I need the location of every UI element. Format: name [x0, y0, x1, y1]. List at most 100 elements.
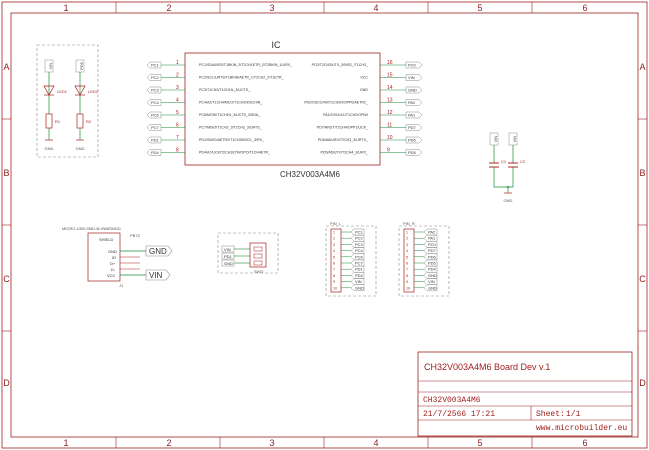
- pin-r-title: PIN_R: [403, 221, 415, 226]
- ic-left-pin-num: 3: [176, 85, 179, 91]
- header-net-gnd-text: GND: [355, 285, 364, 290]
- c1-ref: C1: [501, 159, 507, 164]
- header-net-pc2-flag: [350, 234, 365, 242]
- ic-right-pin-num: 15: [387, 73, 393, 79]
- header-net-pa2-flag: [423, 228, 438, 236]
- header-pin-num: 7: [406, 268, 408, 272]
- header-net-pa1-text: PA1: [428, 236, 436, 241]
- ic-left-pin-num: 2: [176, 73, 179, 79]
- col-label-6: 6: [582, 3, 587, 13]
- cap-group: VIN VIN C1 C2 GND: [489, 132, 526, 203]
- header-pin-num: 1: [333, 231, 335, 235]
- ic-right-net-pa2-text: PA2: [408, 100, 416, 105]
- ic-name: IC: [272, 40, 282, 50]
- row-label-a-right: A: [639, 62, 645, 72]
- header-net-gnd-text: GND: [428, 285, 437, 290]
- r1-resistor: [45, 113, 53, 129]
- led1-diode: [43, 85, 55, 96]
- ic-right-net-vin-flag: [405, 74, 423, 81]
- usb-title: MICRO-USB-SMD-B-HW8SNDD: [62, 226, 121, 231]
- header-net-pd1-text: PD1: [355, 267, 364, 272]
- header-pin-num: 1: [406, 231, 408, 235]
- website-url: www.microbuilder.eu: [536, 424, 627, 433]
- header-net-pd4-flag: [350, 272, 365, 279]
- cap-gnd-label: GND: [504, 198, 513, 203]
- sheet-label: Sheet:: [536, 410, 565, 419]
- row-label-d-right: D: [639, 378, 646, 388]
- header-net-pc4-text: PC4: [355, 248, 364, 253]
- led2-gnd-label: GND: [76, 146, 85, 151]
- row-label-a: A: [3, 62, 9, 72]
- ic-left-net-pc4-text: PC4: [151, 100, 160, 105]
- usb-vin-net: VIN: [149, 271, 163, 280]
- header-pin-num: 9: [406, 280, 408, 284]
- led2-net-label: PD5: [79, 61, 84, 70]
- ic-right-pin-num: 12: [387, 110, 393, 116]
- ic-right-net-pc0-text: PC0: [408, 63, 417, 68]
- ic-right-net-pd5-flag: [405, 149, 423, 156]
- usb-pin-id: ID: [112, 255, 116, 260]
- header-pin-num: 2: [333, 237, 335, 241]
- header-net-pd7-text: PD7: [428, 248, 437, 253]
- ic-right-pin-label: PD7/NRST/T2CH4/OPP1/UCK_: [317, 126, 369, 130]
- ic-left-pin-num: 1: [176, 60, 179, 66]
- header-net-vin-flag: [423, 278, 438, 285]
- header-net-pc6-text: PC6: [355, 254, 364, 259]
- board-title: CH32V003A4M6 Board Dev v.1: [424, 362, 550, 372]
- header-net-pc1-text: PC1: [355, 230, 364, 235]
- col-label-4: 4: [373, 3, 378, 13]
- swd-net-gnd: GND: [224, 261, 233, 266]
- ic-right-pin-label: GND: [360, 88, 368, 92]
- header-net-vin-text: VIN: [428, 279, 435, 284]
- col-label-4-bottom: 4: [373, 438, 378, 448]
- header-net-gnd-text: GND: [428, 273, 437, 278]
- ic-right-net-pa1-flag: [405, 111, 423, 119]
- col-label-6-bottom: 6: [582, 438, 587, 448]
- ic-left-pin-label: PC2/SCL/URTS/T1BKIN/AETR_1/T2CH2_2/T1ETR…: [199, 76, 285, 80]
- usb-part: PB7Z: [130, 233, 141, 238]
- header-net-pd7-flag: [423, 247, 438, 254]
- header-net-pd4-text: PD4: [428, 267, 437, 272]
- header-pin-num: 3: [333, 243, 335, 247]
- header-pin-num: 2: [406, 237, 408, 241]
- board-name: CH32V003A4M6: [423, 396, 481, 405]
- ic-right-net-pd7-flag: [405, 124, 423, 131]
- row-label-b: B: [3, 168, 9, 178]
- ic-left-pin-num: 4: [176, 98, 179, 104]
- swd-net-pd1: PD1: [224, 254, 233, 259]
- ic-right-pin-num: 10: [387, 135, 393, 141]
- col-label-2: 2: [166, 3, 171, 13]
- header-net-pa2-text: PA2: [428, 230, 436, 235]
- header-net-pd5-text: PD5: [428, 261, 437, 266]
- header-net-gnd-flag: [423, 284, 438, 292]
- header-pin-num: 6: [333, 262, 335, 266]
- header-pin-num: 4: [406, 249, 408, 253]
- led2-diode: [74, 85, 86, 96]
- ic-left-pin-label: PD4/A7/UCK/T2CH1ETR/OPO/T1CH4ETR_: [199, 151, 271, 155]
- col-label-1-bottom: 1: [63, 438, 68, 448]
- ic-right-net-pd7-text: PD7: [408, 125, 417, 130]
- header-pin-num: 10: [333, 286, 337, 290]
- ic-left-pin-label: PD1/SWIO/AETR2/T1CH3N/SCL_3/RX_: [199, 138, 265, 142]
- ic-right-net-pa2-flag: [405, 99, 423, 106]
- ic-right-net-vin-text: VIN: [408, 75, 415, 80]
- ic-left-pin-label: PC6/MOSI/T1CH1N_3/UCTS_3/SDA_: [199, 113, 261, 117]
- ic-left-net-pc3-text: PC3: [151, 88, 160, 93]
- ic-left-net-pc7-text: PC7: [151, 125, 160, 130]
- swd-net-vin: VIN: [224, 247, 231, 252]
- header-net-pc6-flag: [350, 253, 365, 261]
- ic-left-pin-label: PC3/T1CH3/T1CH1N_3/UCTS_: [199, 88, 251, 92]
- header-pin-num: 10: [406, 286, 410, 290]
- ic-right-pin-label: PC0/T2CH3/UTX_3/NSS_/T1CH3_: [312, 63, 369, 67]
- header-net-vin-flag: [350, 278, 365, 285]
- usb-pin-shield: SHIELD: [99, 237, 114, 242]
- ic-right-pin-label: PA2/OSCO/A0/T1CH2N/OPP0/AETR2_: [304, 101, 369, 105]
- led1-ref: LED1: [57, 89, 68, 94]
- usb-pin-dplus: D+: [110, 261, 116, 266]
- header-net-pc0-flag: [423, 241, 438, 248]
- header-net-pc3-text: PC3: [355, 242, 364, 247]
- ic-right-net-pd6-text: PD6: [408, 138, 417, 143]
